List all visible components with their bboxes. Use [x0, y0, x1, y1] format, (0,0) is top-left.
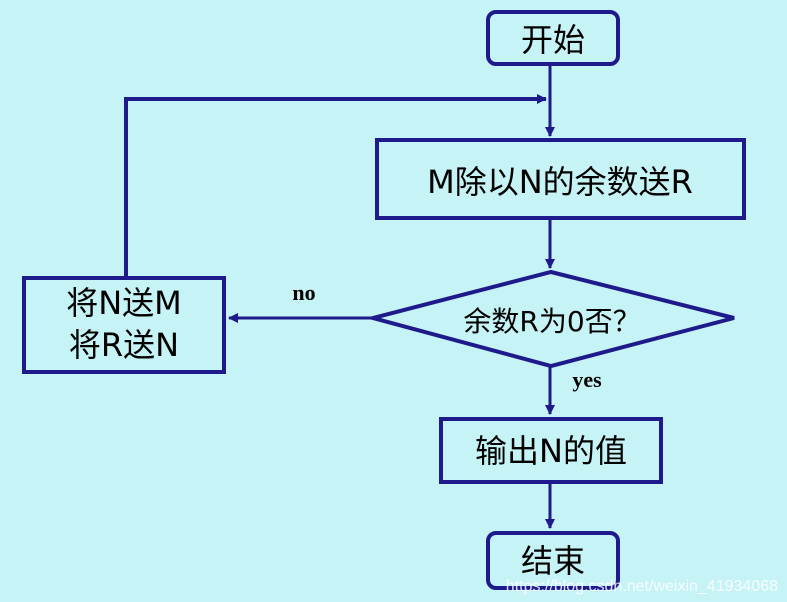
no-label: no	[292, 280, 315, 305]
decision-label: 余数R为0否？	[463, 305, 640, 338]
yes-label: yes	[572, 367, 602, 392]
compute-remainder-node	[375, 138, 746, 220]
swap-node	[22, 276, 226, 374]
swap-line2-label: 将R送N	[69, 326, 179, 364]
loop-back-connector	[124, 94, 547, 277]
compute-remainder-label: M除以N的余数送R	[427, 163, 693, 201]
start-label: 开始	[521, 21, 585, 59]
watermark-text: https://blog.csdn.net/weixin_41934068	[506, 578, 778, 595]
start-node	[486, 10, 620, 66]
end-label: 结束	[521, 542, 585, 580]
swap-line1-label: 将N送M	[66, 284, 182, 322]
end-node	[486, 531, 620, 590]
output-label: 输出N的值	[475, 432, 627, 470]
